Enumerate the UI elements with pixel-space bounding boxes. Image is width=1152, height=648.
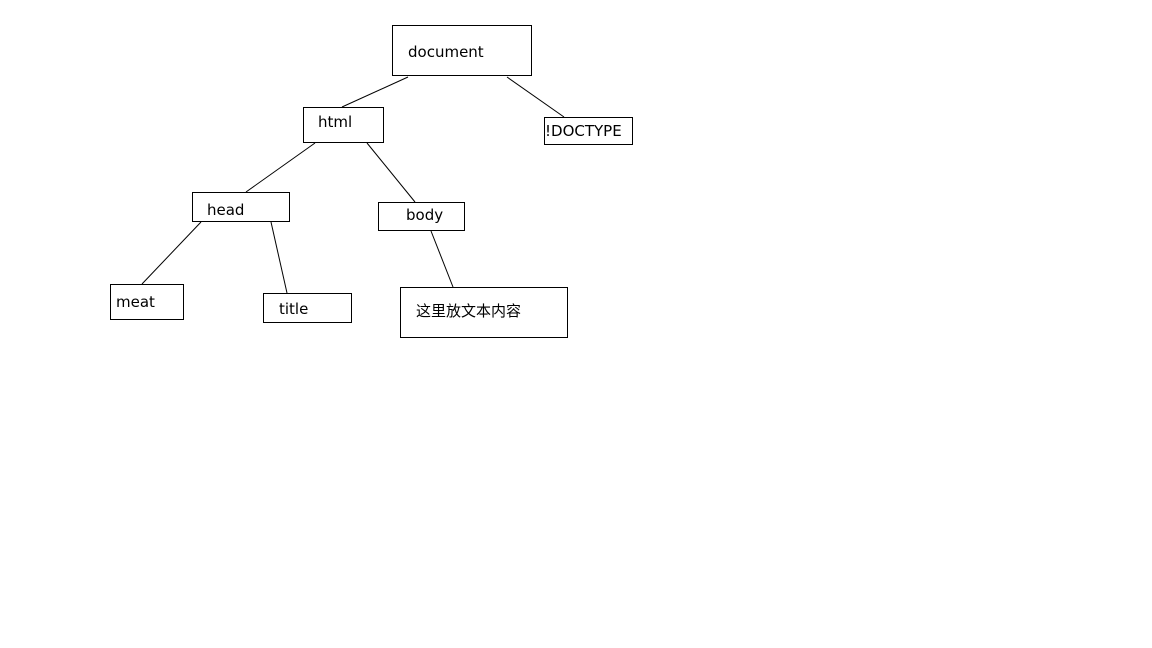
node-meat-label: meat — [116, 293, 155, 311]
node-body-content: 这里放文本内容 — [400, 287, 568, 338]
node-body-label: body — [406, 206, 444, 224]
node-doctype: !DOCTYPE — [544, 117, 633, 145]
node-html-label: html — [318, 113, 353, 131]
edge-document-doctype — [506, 76, 565, 118]
node-html: html — [303, 107, 384, 143]
node-document-label: document — [408, 43, 484, 61]
node-head-label: head — [207, 201, 245, 219]
node-head: head — [192, 192, 290, 222]
node-body: body — [378, 202, 465, 231]
node-title-label: title — [279, 300, 309, 318]
node-body-content-label: 这里放文本内容 — [416, 302, 522, 320]
edge-document-html — [341, 76, 409, 108]
node-document: document — [392, 25, 532, 76]
edge-head-meat — [141, 221, 202, 285]
edge-head-title — [270, 221, 288, 294]
edge-html-head — [245, 142, 316, 193]
node-meat: meat — [110, 284, 184, 320]
node-title: title — [263, 293, 352, 323]
node-doctype-label: !DOCTYPE — [545, 122, 622, 140]
edge-html-body — [366, 142, 416, 203]
edge-body-content — [430, 230, 454, 288]
